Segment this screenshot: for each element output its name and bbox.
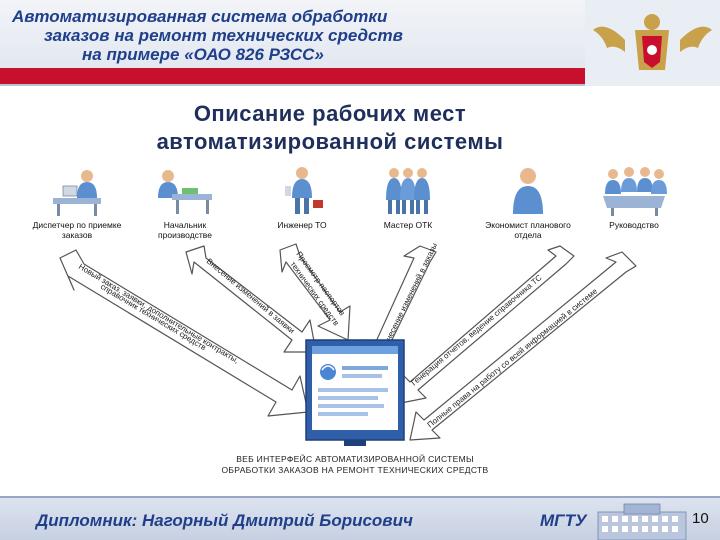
arrow-label-2: Внесение изменений в заявки bbox=[205, 257, 296, 336]
title-line-1: Описание рабочих мест bbox=[193, 101, 467, 126]
role-economist: Экономист планового отдела bbox=[478, 164, 578, 240]
arrow-label-6: Полные права на работу со всей информаци… bbox=[426, 286, 600, 429]
header-line-2: заказов на ремонт технических средств bbox=[44, 26, 403, 45]
header-red-band bbox=[0, 68, 585, 84]
arrow-label-1: Новый заказ, заявки, дополнительные конт… bbox=[77, 262, 240, 365]
arrow-label-3: Просмотр паспортов bbox=[294, 250, 346, 317]
role-qc-master: Мастер ОТК bbox=[368, 164, 448, 230]
role-dispatcher: Диспетчер по приемке заказов bbox=[32, 164, 122, 240]
role-management: Руководство bbox=[594, 164, 674, 230]
footer-author: Дипломник: Нагорный Дмитрий Борисович bbox=[36, 511, 413, 530]
web-caption-line-2: ОБРАБОТКИ ЗАКАЗОВ НА РЕМОНТ ТЕХНИЧЕСКИХ … bbox=[221, 465, 489, 475]
footer-university: МГТУ bbox=[540, 511, 587, 530]
footer-bar: Дипломник: Нагорный Дмитрий Борисович МГ… bbox=[0, 496, 720, 540]
engineer-figure-icon bbox=[285, 167, 323, 214]
web-interface-caption: ВЕБ ИНТЕРФЕЙС АВТОМАТИЗИРОВАННОЙ СИСТЕМЫ… bbox=[180, 454, 530, 476]
role-label-dispatcher: Диспетчер по приемке заказов bbox=[32, 220, 122, 240]
role-label-production-head: Начальник производстве bbox=[158, 220, 212, 240]
role-label-economist: Экономист планового отдела bbox=[485, 220, 571, 240]
arrow-production-head bbox=[185, 245, 317, 353]
monitor-icon bbox=[305, 339, 405, 446]
page-number: 10 bbox=[692, 510, 709, 527]
role-label-management: Руководство bbox=[609, 220, 659, 230]
header-banner: Автоматизированная система обработки зак… bbox=[0, 0, 720, 86]
dispatcher-figure-icon bbox=[53, 170, 101, 216]
arrow-economist bbox=[395, 245, 575, 405]
economist-figure-icon bbox=[513, 168, 543, 214]
arrow-label-5: Генерация отчетов, ведение справочника Т… bbox=[410, 273, 544, 388]
web-caption-line-1: ВЕБ ИНТЕРФЕЙС АВТОМАТИЗИРОВАННОЙ СИСТЕМЫ bbox=[236, 454, 474, 464]
arrow-label-3b: технических средств bbox=[288, 260, 340, 327]
role-label-qc-master: Мастер ОТК bbox=[383, 220, 433, 230]
production-head-figure-icon bbox=[158, 170, 212, 214]
university-building-icon bbox=[597, 503, 687, 540]
arrow-dispatcher bbox=[59, 249, 309, 417]
arrow-qc-master bbox=[363, 245, 437, 369]
role-engineer: Инженер ТО bbox=[262, 164, 342, 230]
arrow-label-4: Внесение изменений в заказы bbox=[382, 241, 440, 347]
management-figure-icon bbox=[603, 167, 667, 216]
slide-title: Описание рабочих мест автоматизированной… bbox=[80, 100, 580, 156]
header-line-1: Автоматизированная система обработки bbox=[12, 7, 388, 26]
arrow-engineer bbox=[279, 243, 351, 341]
header-line-3: на примере «ОАО 826 РЗСС» bbox=[82, 45, 324, 64]
eagle-emblem-icon bbox=[585, 0, 720, 86]
qc-master-figure-icon bbox=[386, 168, 430, 214]
title-line-2: автоматизированной системы bbox=[156, 129, 504, 154]
arrow-label-1b: справочник технических средств bbox=[99, 282, 208, 352]
role-production-head: Начальник производстве bbox=[140, 164, 230, 240]
arrow-management bbox=[409, 251, 637, 441]
role-label-engineer: Инженер ТО bbox=[277, 220, 327, 230]
